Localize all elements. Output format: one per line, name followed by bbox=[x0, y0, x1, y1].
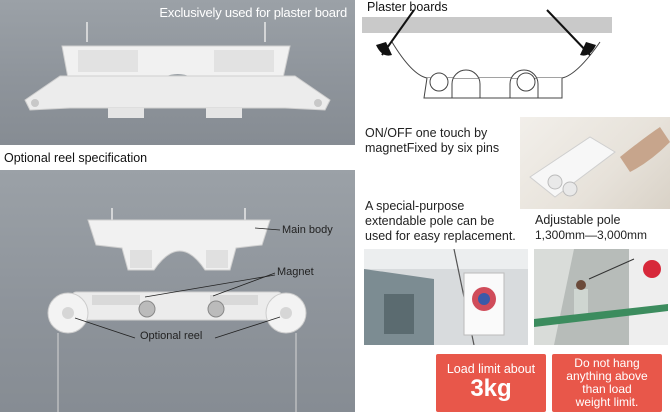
warning-line3: than load bbox=[582, 382, 632, 396]
adjustable-pole-description: Adjustable pole 1,300mm—3,000mm bbox=[535, 213, 670, 243]
banner-photo bbox=[364, 249, 528, 345]
adjustable-title: Adjustable pole bbox=[535, 213, 621, 227]
product-photo-reel: Main body Magnet Optional reel bbox=[0, 170, 355, 412]
plaster-board-diagram bbox=[362, 9, 612, 99]
plaster-board-shape bbox=[362, 17, 612, 33]
magnet-closeup-photo bbox=[520, 117, 670, 209]
warning-line4: weight limit. bbox=[575, 395, 639, 409]
weight-warning-badge: Do not hang anything above than load wei… bbox=[552, 354, 662, 412]
warning-line2: anything above bbox=[566, 369, 648, 383]
callout-main-body: Main body bbox=[282, 224, 333, 236]
reel-assembly-illustration bbox=[47, 208, 307, 412]
installation-diagram: Plaster boards bbox=[362, 0, 670, 112]
load-limit-label: Load limit about bbox=[446, 362, 536, 376]
callout-optional-reel: Optional reel bbox=[140, 330, 203, 342]
onoff-line1: ON/OFF one touch by bbox=[365, 126, 488, 140]
adjustable-range: 1,300mm—3,000mm bbox=[535, 228, 648, 242]
pole-line1: A special-purpose bbox=[365, 199, 465, 213]
onoff-description: ON/OFF one touch by magnetFixed by six p… bbox=[365, 126, 515, 156]
photo-caption: Exclusively used for plaster board bbox=[159, 5, 347, 20]
pole-description: A special-purpose extendable pole can be… bbox=[365, 199, 530, 244]
diagram-title: Plaster boards bbox=[367, 0, 448, 14]
load-limit-value: 3kg bbox=[470, 375, 512, 402]
optional-reel-title: Optional reel specification bbox=[4, 151, 148, 165]
pole-line3: used for easy replacement. bbox=[365, 229, 516, 243]
callout-magnet: Magnet bbox=[277, 266, 314, 278]
load-limit-badge: Load limit about 3kg bbox=[436, 354, 546, 412]
staircase-photo bbox=[534, 249, 668, 345]
product-photo-top: Exclusively used for plaster board bbox=[0, 0, 355, 145]
pole-line2: extendable pole can be bbox=[365, 214, 495, 228]
onoff-line2: magnetFixed by six pins bbox=[365, 141, 500, 155]
hanger-body-illustration bbox=[24, 22, 331, 118]
warning-line1: Do not hang bbox=[574, 356, 640, 370]
